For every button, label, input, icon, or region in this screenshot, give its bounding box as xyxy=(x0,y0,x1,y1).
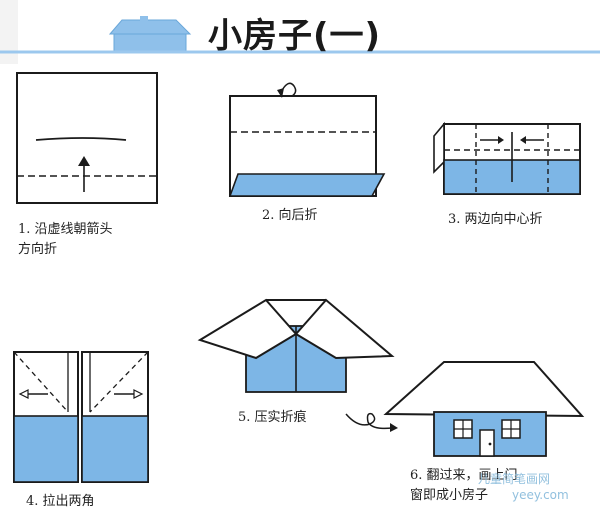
caption-line: 1. 沿虚线朝箭头 xyxy=(18,222,113,237)
step-5-caption: 5. 压实折痕 xyxy=(238,408,307,428)
caption-line: 窗即成小房子 xyxy=(410,488,489,503)
step-1-diagram xyxy=(16,72,158,204)
caption-line: 方向折 xyxy=(18,242,58,257)
step-3-diagram xyxy=(433,121,581,195)
step-1-caption: 1. 沿虚线朝箭头 方向折 xyxy=(18,220,113,260)
step-6-caption: 6. 翻过来，画上门 窗即成小房子 xyxy=(410,466,518,506)
watermark-url: yeey.com xyxy=(512,488,569,502)
caption-line: 4. 拉出两角 xyxy=(26,494,95,509)
door-icon xyxy=(479,429,495,457)
step-2-caption: 2. 向后折 xyxy=(262,206,318,226)
step-4-diagram xyxy=(13,351,149,483)
page-title: 小房子(一) xyxy=(208,16,382,56)
step-4-caption: 4. 拉出两角 xyxy=(26,492,95,512)
window-icon xyxy=(453,419,473,439)
step-3-caption: 3. 两边向中心折 xyxy=(448,210,543,230)
caption-line: 6. 翻过来，画上门 xyxy=(410,468,518,483)
caption-line: 5. 压实折痕 xyxy=(238,410,307,425)
step-6-diagram xyxy=(383,361,585,457)
step-5-diagram xyxy=(197,298,395,393)
header-banner xyxy=(0,0,600,64)
watermark-text: 儿童简笔画网 xyxy=(478,472,551,486)
watermark-url-text: yeey.com xyxy=(512,488,569,502)
house-icon xyxy=(108,16,192,53)
curved-arrow-icon xyxy=(345,412,398,432)
window-icon xyxy=(501,419,521,439)
caption-line: 2. 向后折 xyxy=(262,208,318,223)
caption-line: 3. 两边向中心折 xyxy=(448,212,543,227)
watermark: 儿童简笔画网 xyxy=(478,470,550,487)
step-2-diagram xyxy=(228,82,386,197)
